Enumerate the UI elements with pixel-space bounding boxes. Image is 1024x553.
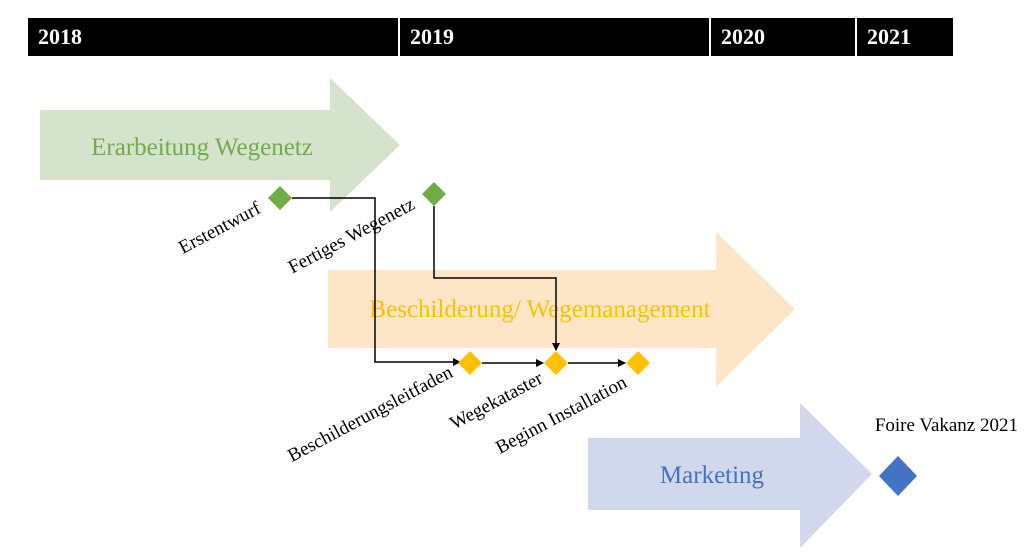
phase-arrow-beschilderung <box>328 232 795 387</box>
phase-label-wegenetz: Erarbeitung Wegenetz <box>91 134 313 161</box>
phase-label-beschilderung: Beschilderung/ Wegemanagement <box>369 296 710 323</box>
milestone-diamond-foire-vakanz <box>879 456 917 496</box>
milestone-diamond-beginn-installation <box>626 351 650 375</box>
milestone-diamond-fertiges-wegenetz <box>422 182 446 206</box>
year-2019: 2019 <box>398 18 709 56</box>
year-2018: 2018 <box>38 24 82 49</box>
phase-label-marketing: Marketing <box>660 462 765 489</box>
milestone-diamond-erstentwurf <box>268 186 292 210</box>
milestone-diamond-wegekataster <box>544 351 568 375</box>
timeline-bar: 2018 2019 2020 2021 <box>28 18 953 56</box>
phase-arrow-marketing <box>588 403 872 548</box>
milestone-label-erstentwurf: Erstentwurf <box>175 198 265 259</box>
connector-erstentwurf-leitfaden <box>292 197 461 366</box>
milestone-label-fertiges-wegenetz: Fertiges Wegenetz <box>285 194 419 278</box>
year-2020: 2020 <box>709 18 855 56</box>
milestone-label-foire-vakanz: Foire Vakanz 2021 <box>875 415 1018 436</box>
year-2021: 2021 <box>855 18 953 56</box>
milestone-diamond-beschilderungsleitfaden <box>458 351 482 375</box>
milestone-label-beschilderungsleitfaden: Beschilderungsleitfaden <box>284 362 456 467</box>
connector-wegenetz-kataster <box>433 206 560 351</box>
phase-arrow-wegenetz <box>40 78 400 212</box>
